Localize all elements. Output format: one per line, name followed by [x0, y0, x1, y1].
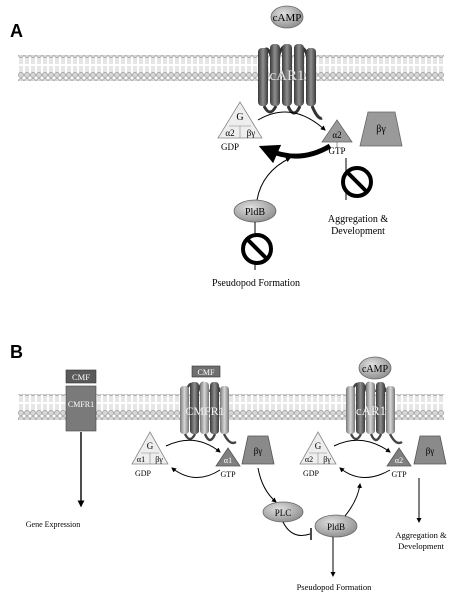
panel-b-activation-arrow-2	[333, 439, 391, 453]
panel-b-plc-label: PLC	[275, 508, 292, 518]
panel-b-g-protein-1	[131, 431, 169, 465]
panel-b-betagamma1-label: βγ	[155, 455, 163, 464]
panel-b-cmfr1-mid-label: CMFR1	[185, 404, 224, 418]
panel-b-pseudopod-label: Pseudopod Formation	[297, 582, 373, 592]
panel-b-betagamma1-free-label: βγ	[254, 446, 263, 456]
panel-a-g-protein	[217, 101, 263, 139]
panel-b-gdp2-label: GDP	[303, 469, 320, 478]
panel-a-car1-receptor	[258, 44, 323, 120]
panel-a-betagamma-label: βγ	[247, 128, 256, 138]
panel-b-pldb-label: PldB	[327, 522, 345, 532]
panel-b-pldb-node	[314, 514, 358, 538]
panel-b-return-arrow-2	[339, 467, 391, 478]
panel-b-g1-label: G	[147, 441, 154, 451]
panel-b-cmf-left	[65, 369, 97, 384]
panel-a-pldb-arrow	[256, 157, 291, 201]
panel-b-cmfr1-left	[65, 385, 97, 432]
panel-b-cmf-mid	[191, 365, 221, 378]
panel-a-inhibit-icon-pseudopod	[241, 233, 273, 265]
panel-b-alpha2-active	[386, 447, 412, 467]
panel-b-betagamma2-free-label: βγ	[426, 446, 435, 456]
panel-a-alpha2-active-label: α2	[332, 130, 341, 140]
panel-a-alpha2-label: α2	[225, 128, 234, 138]
panel-a-car1-label: cAR1	[270, 68, 305, 84]
panel-b-aggregation-line2: Development	[398, 541, 444, 551]
panel-b-camp-ligand	[358, 356, 392, 380]
panel-a-betagamma-free-label: βγ	[376, 124, 386, 135]
panel-a-aggregation-line2: Development	[331, 226, 385, 237]
panel-b-pldb-to-g2-arrow	[344, 483, 362, 517]
panel-b-alpha2-label: α2	[305, 455, 313, 464]
panel-a-gdp-label: GDP	[221, 142, 239, 152]
panel-b-gtp1-label: GTP	[220, 470, 236, 479]
panel-b-alpha2-active-label: α2	[395, 456, 403, 465]
panel-b-alpha1-active-label: α1	[224, 456, 232, 465]
panel-a-gtp-label: GTP	[328, 146, 345, 156]
panel-b-alpha1-active	[215, 447, 241, 467]
panel-b-g2-label: G	[315, 441, 322, 451]
panel-b-betagamma-to-plc-arrow	[257, 467, 277, 503]
panel-a-aggregation-line1: Aggregation &	[328, 214, 388, 225]
panel-a-camp-label: cAMP	[273, 12, 302, 24]
panel-b-aggregation-line1: Aggregation &	[395, 530, 447, 540]
panel-a-pldb-label: PldB	[245, 207, 265, 218]
panel-b-plc-inhibits-pldb	[282, 521, 311, 536]
panel-a-activation-arrow	[257, 111, 326, 131]
panel-b-alpha1-label: α1	[137, 455, 145, 464]
panel-a-gtpase-arrow	[258, 143, 332, 164]
panel-a-membrane	[18, 55, 444, 81]
panel-b-cmfr1-left-label: CMFR1	[68, 400, 94, 409]
panel-a-g-label: G	[236, 112, 243, 123]
panel-b-return-arrow-1	[171, 467, 221, 478]
panel-b-activation-arrow-1	[165, 439, 221, 453]
panel-b-car1-label: cAR1	[356, 403, 386, 418]
panel-b-betagamma2-label: βγ	[323, 455, 331, 464]
panel-b-cmf-mid-label: CMF	[198, 368, 215, 377]
panel-b-camp-label: cAMP	[362, 364, 389, 375]
panel-a-inhibit-icon-aggregation	[341, 166, 373, 198]
panel-b-betagamma2-free	[413, 435, 447, 465]
panel-b-gene-expression: Gene Expression	[26, 520, 80, 529]
panel-a-pseudopod-label: Pseudopod Formation	[212, 278, 300, 289]
panel-b-car1-receptor	[346, 381, 403, 445]
panel-a-letter: A	[10, 21, 23, 41]
panel-b-cmfr1-receptor	[180, 381, 237, 445]
panel-b-gdp1-label: GDP	[135, 469, 152, 478]
panel-b-cmf-left-label: CMF	[72, 372, 90, 382]
panel-a-camp-ligand	[270, 5, 304, 29]
panel-a-betagamma-free	[359, 111, 403, 147]
panel-b-g-protein-2	[299, 431, 337, 465]
panel-b-betagamma1-free	[241, 435, 275, 465]
panel-b-letter: B	[10, 342, 23, 362]
panel-b-gtp2-label: GTP	[391, 470, 407, 479]
